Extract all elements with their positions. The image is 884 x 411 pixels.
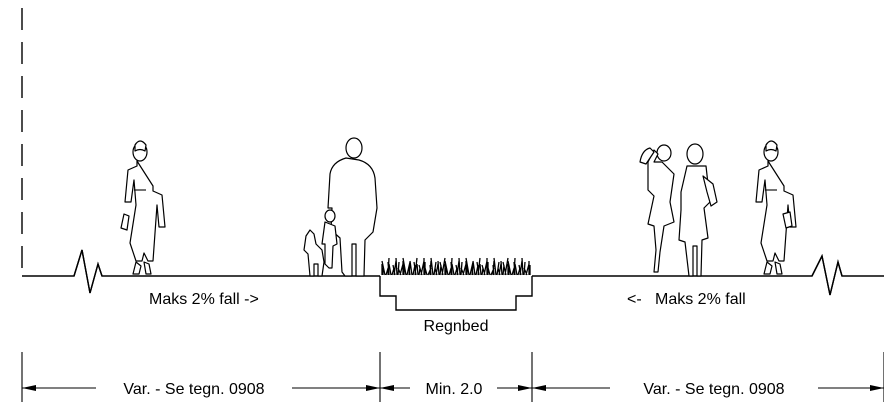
- rain-bed-basin: [379, 276, 533, 311]
- dimension-line-right: [532, 385, 884, 391]
- man-with-child-and-dog-icon: [303, 137, 378, 277]
- grass-blades: [381, 257, 531, 276]
- two-women-talking-icon: [639, 143, 718, 277]
- break-line-icon: [73, 249, 103, 294]
- dimension-label-right: Var. - Se tegn. 0908: [643, 381, 784, 398]
- dimension-label-left: Var. - Se tegn. 0908: [123, 381, 264, 398]
- woman-walking-icon: [755, 140, 797, 275]
- dimension-extension-lines: [21, 352, 884, 402]
- dimension-line-middle: [380, 385, 532, 391]
- rain-garden-grass-icon: [381, 257, 531, 276]
- slope-label-right: <- Maks 2% fall: [627, 291, 746, 308]
- woman-walking-icon: [120, 140, 166, 275]
- slope-label-left: Maks 2% fall ->: [149, 291, 259, 308]
- dimension-label-middle: Min. 2.0: [426, 381, 483, 398]
- rain-bed-label: Regnbed: [424, 318, 489, 335]
- dimension-line-left: [22, 385, 380, 391]
- break-line-icon: [811, 253, 843, 296]
